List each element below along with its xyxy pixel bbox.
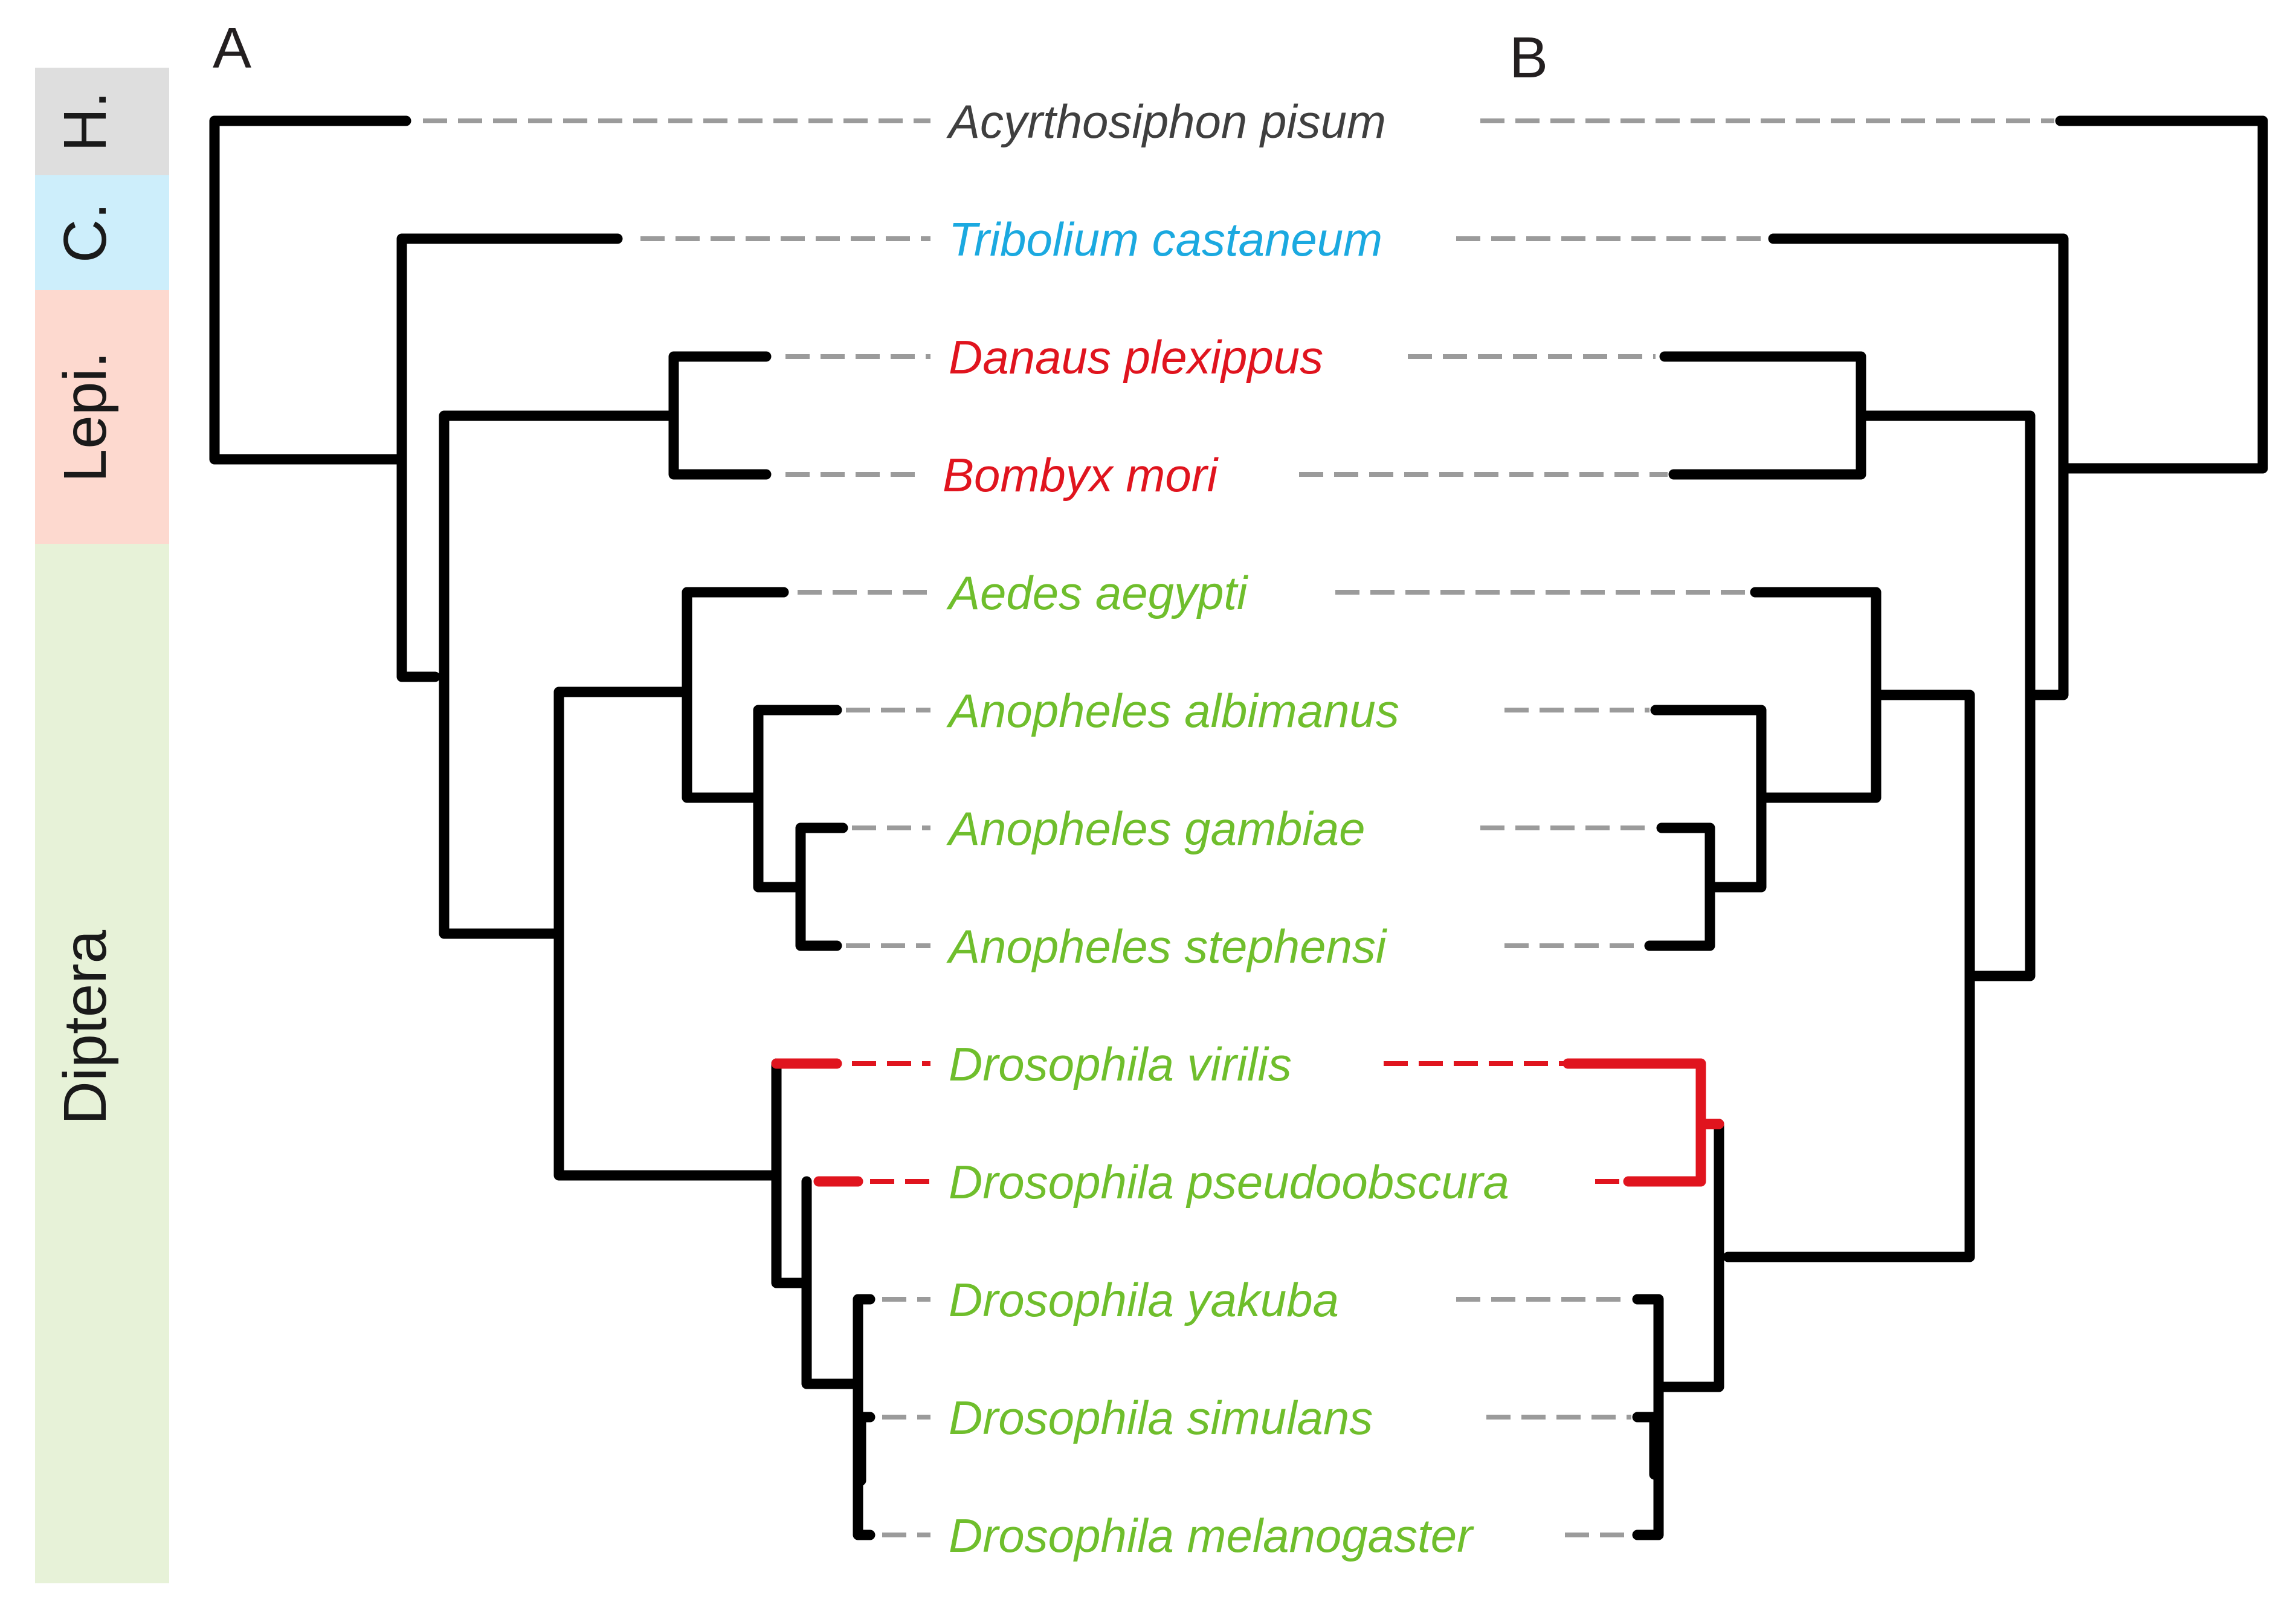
taxon-label-drosophila-melanogaster: Drosophila melanogaster <box>949 1509 1474 1562</box>
taxon-label-acyrthosiphon-pisum: Acyrthosiphon pisum <box>946 95 1386 148</box>
group-label-coleoptera: C. <box>51 202 119 263</box>
tree-a-node-drosophila-sub <box>801 1176 860 1389</box>
taxon-label-drosophila-virilis: Drosophila virilis <box>949 1038 1292 1091</box>
tree-b-node-lepidoptera <box>1659 351 1866 480</box>
tree-a-node-holometabola <box>439 410 679 939</box>
taxon-label-drosophila-pseudoobscura: Drosophila pseudoobscura <box>949 1155 1509 1209</box>
tree-b-node-diptera <box>1723 690 1975 1262</box>
taxon-label-aedes-aegypti: Aedes aegypti <box>946 566 1249 619</box>
taxon-label-anopheles-albimanus: Anopheles albimanus <box>946 684 1399 737</box>
tree-a-root-node <box>209 115 411 465</box>
group-bar-coleoptera <box>35 175 169 290</box>
group-labels: H. C. Lepi. Diptera <box>51 91 119 1125</box>
taxon-label-bombyx-mori: Bombyx mori <box>943 448 1219 502</box>
panel-label-a: A <box>213 16 251 80</box>
tree-b-root-node <box>2055 115 2268 474</box>
taxon-label-drosophila-yakuba: Drosophila yakuba <box>949 1273 1339 1326</box>
tree-a-node-anopheles <box>753 705 842 893</box>
tree-a-node-culicidae <box>682 587 789 803</box>
taxon-label-anopheles-stephensi: Anopheles stephensi <box>946 920 1388 973</box>
group-bars <box>35 68 169 1583</box>
tree-a-node-lepidoptera <box>668 351 772 480</box>
panel-label-b: B <box>1509 25 1548 90</box>
group-label-lepidoptera: Lepi. <box>51 352 119 483</box>
group-bar-diptera <box>35 544 169 1583</box>
tree-a-node-diptera <box>553 686 782 1181</box>
tree-b-node-drosophila <box>1656 1119 1724 1392</box>
tree-b-node-holometabola <box>1856 410 2036 981</box>
tree-a-node-anopheles-sub <box>795 822 848 951</box>
tree-b-node-anopheles <box>1650 705 1767 893</box>
taxon-label-danaus-plexippus: Danaus plexippus <box>949 331 1323 384</box>
taxon-label-anopheles-gambiae: Anopheles gambiae <box>946 802 1366 855</box>
tree-b-node-insect <box>1768 233 2069 700</box>
group-bar-hemiptera <box>35 68 169 175</box>
tree-b-node-anopheles-sub <box>1644 822 1715 951</box>
taxon-labels: Acyrthosiphon pisum Tribolium castaneum … <box>943 95 1509 1562</box>
right-connectors <box>1299 118 2054 1537</box>
tree-b-node-virilis-pseudo <box>1562 1058 1706 1187</box>
group-label-hemiptera: H. <box>51 91 119 152</box>
tree-b-node-culicidae <box>1750 587 1882 803</box>
group-bar-lepidoptera <box>35 290 169 544</box>
left-connectors <box>423 118 930 1537</box>
tree-a-node-drosophila <box>771 1058 812 1288</box>
group-label-diptera: Diptera <box>51 929 119 1125</box>
tree-b <box>1562 115 2268 1540</box>
taxon-label-drosophila-simulans: Drosophila simulans <box>949 1391 1373 1444</box>
tree-a <box>209 115 876 1540</box>
tree-a-node-insect <box>396 233 623 682</box>
taxon-label-tribolium-castaneum: Tribolium castaneum <box>949 213 1382 266</box>
